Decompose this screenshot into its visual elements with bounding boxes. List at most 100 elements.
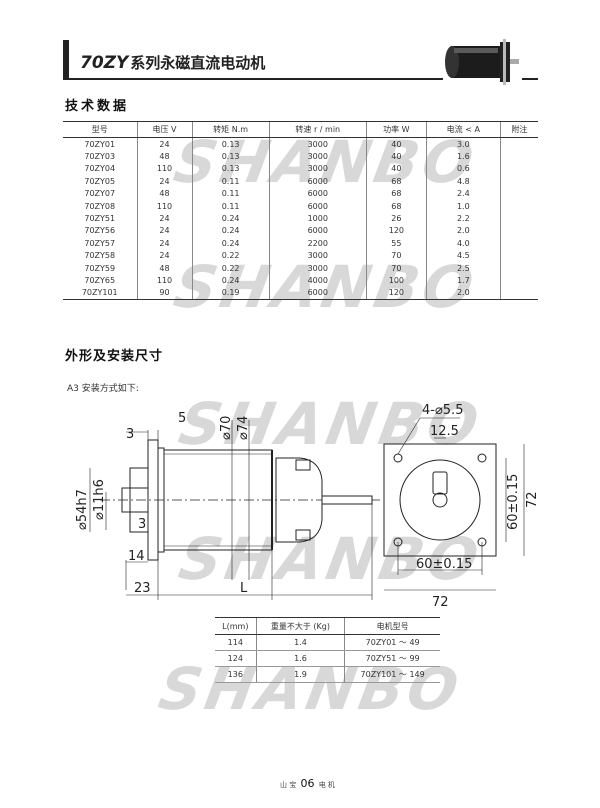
table-cell: [499, 274, 538, 287]
dim-label: 4-⌀5.5: [422, 403, 463, 418]
table-cell: 24: [136, 175, 193, 188]
table-cell: 3000: [268, 162, 367, 176]
dim-label: 3: [138, 517, 146, 532]
table-cell: 0.13: [191, 150, 270, 163]
table-cell: [499, 261, 538, 275]
table-cell: 24: [136, 237, 193, 250]
table-cell: 1.7: [425, 274, 501, 287]
rear-shaft: [321, 495, 373, 505]
table-cell: [499, 187, 538, 200]
table-cell: 40: [365, 137, 427, 151]
dim-column-header: 重量不大于 (Kg): [255, 617, 345, 635]
table-cell: 110: [136, 274, 193, 287]
section-heading-dimensions: 外形及安装尺寸: [65, 349, 164, 364]
model-series: 70ZY: [80, 53, 129, 73]
table-cell: 0.11: [191, 175, 270, 188]
table-cell: 0.13: [191, 137, 270, 151]
table-cell: 70ZY04: [84, 164, 116, 174]
table-cell: [499, 224, 538, 238]
table-cell: 1000: [268, 212, 367, 225]
table-cell: 114: [215, 634, 257, 651]
dim-label: ⌀54h7: [75, 489, 90, 530]
header-rule-short: [522, 78, 538, 80]
footer-brand: 山 宝: [280, 781, 297, 789]
table-cell: 70: [365, 261, 427, 275]
mounting-hole: [393, 453, 403, 463]
table-cell: 3000: [268, 261, 367, 275]
table-cell: [499, 175, 538, 188]
table-cell: 90: [136, 286, 193, 301]
table-cell: 68: [365, 187, 427, 200]
table-cell: 48: [136, 261, 193, 275]
table-cell: 4000: [268, 274, 367, 287]
table-cell: 70: [365, 249, 427, 262]
header-rule: [63, 78, 443, 80]
table-cell: 6000: [268, 224, 367, 238]
table-cell: 2.0: [425, 224, 501, 238]
motor-product-image: [445, 39, 519, 85]
dim-label: ⌀11h6: [92, 479, 107, 520]
table-cell: 0.24: [191, 274, 270, 287]
table-cell: 70ZY01: [84, 139, 116, 149]
table-cell: 6000: [268, 199, 367, 213]
dim-label: 60±0.15: [506, 474, 521, 530]
table-cell: 70ZY57: [84, 238, 116, 248]
table-cell: 48: [136, 150, 193, 163]
dim-label: ⌀70: [219, 416, 234, 440]
table-cell: 2.5: [425, 261, 501, 275]
table-cell: 0.11: [191, 187, 270, 200]
mounting-hole: [477, 453, 487, 463]
table-cell: 70ZY51: [84, 214, 116, 224]
table-cell: [499, 199, 538, 213]
table-cell: 70ZY03: [84, 152, 116, 162]
dimension-table-header: L(mm)重量不大于 (Kg)电机型号: [215, 617, 440, 635]
page-footer: 山 宝 06 电 机: [280, 777, 335, 790]
table-cell: 70ZY08: [84, 201, 116, 211]
table-cell: 4.5: [425, 249, 501, 262]
table-cell: 3.0: [425, 137, 501, 151]
table-cell: 2.4: [425, 187, 501, 200]
dim-label: 14: [128, 549, 145, 564]
table-cell: 2.2: [425, 212, 501, 225]
dim-label: 3: [126, 427, 134, 442]
table-cell: 6000: [268, 187, 367, 200]
dim-label: 12.5: [430, 424, 459, 439]
dim-label: 72: [525, 491, 540, 508]
end-view-body: [399, 459, 481, 541]
table-cell: 3000: [268, 249, 367, 262]
table-cell: 68: [365, 175, 427, 188]
table-cell: 1.6: [425, 150, 501, 163]
table-cell: 70ZY01 ～ 49: [344, 634, 440, 651]
table-cell: 124: [215, 650, 257, 667]
table-cell: 100: [365, 274, 427, 287]
table-cell: 24: [136, 249, 193, 262]
table-cell: 70ZY58: [84, 251, 116, 261]
section-heading-tech-data: 技术数据: [65, 99, 130, 114]
table-cell: 24: [136, 212, 193, 225]
mount-note: A3 安装方式如下:: [67, 384, 139, 394]
page-number: 06: [300, 777, 315, 790]
dim-column-header: L(mm): [215, 617, 257, 635]
table-cell: 2200: [268, 237, 367, 250]
table-cell: 4.0: [425, 237, 501, 250]
spec-column-header: 功率 W: [365, 121, 427, 138]
table-cell: 2.0: [425, 286, 501, 301]
table-cell: 24: [136, 224, 193, 238]
table-cell: 0.24: [191, 212, 270, 225]
table-cell: 110: [136, 162, 193, 176]
table-cell: 48: [136, 187, 193, 200]
